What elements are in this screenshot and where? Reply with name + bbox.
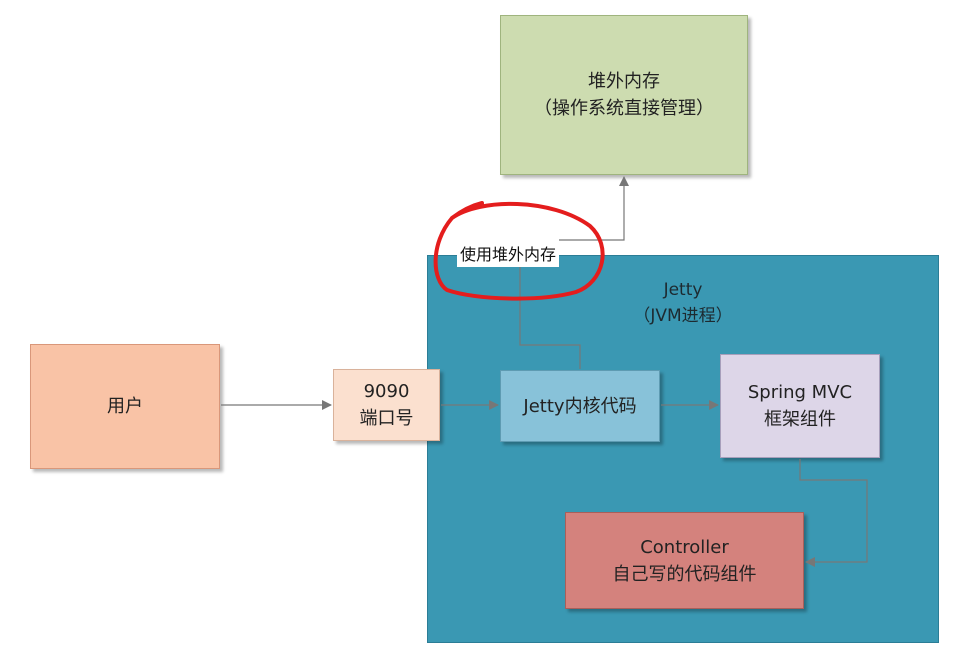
controller-subtitle: 自己写的代码组件 — [612, 563, 757, 585]
port-number: 9090 — [363, 381, 410, 402]
user-title: 用户 — [107, 396, 143, 417]
jetty-core-node: Jetty内核代码 — [500, 370, 660, 442]
port-node: 9090 端口号 — [333, 369, 440, 441]
offheap-subtitle: （操作系统直接管理） — [534, 98, 714, 119]
offheap-memory-node: 堆外内存 （操作系统直接管理） — [500, 15, 748, 175]
highlight-circle — [433, 201, 605, 301]
jetty-title: Jetty — [663, 280, 703, 300]
offheap-title: 堆外内存 — [588, 71, 660, 92]
edge-spring-to-controller — [799, 459, 868, 567]
jetty-core-title: Jetty内核代码 — [523, 395, 637, 417]
controller-title: Controller — [640, 536, 729, 558]
jetty-subtitle: （JVM进程） — [633, 305, 733, 326]
spring-title: Spring MVC — [747, 382, 853, 403]
edge-label-use-offheap: 使用堆外内存 — [457, 239, 560, 267]
spring-mvc-node: Spring MVC 框架组件 — [720, 354, 880, 458]
port-label: 端口号 — [359, 408, 414, 429]
user-node: 用户 — [30, 344, 220, 469]
edge-core-to-offheap — [519, 176, 629, 369]
spring-subtitle: 框架组件 — [764, 409, 836, 430]
controller-node: Controller 自己写的代码组件 — [565, 512, 804, 609]
